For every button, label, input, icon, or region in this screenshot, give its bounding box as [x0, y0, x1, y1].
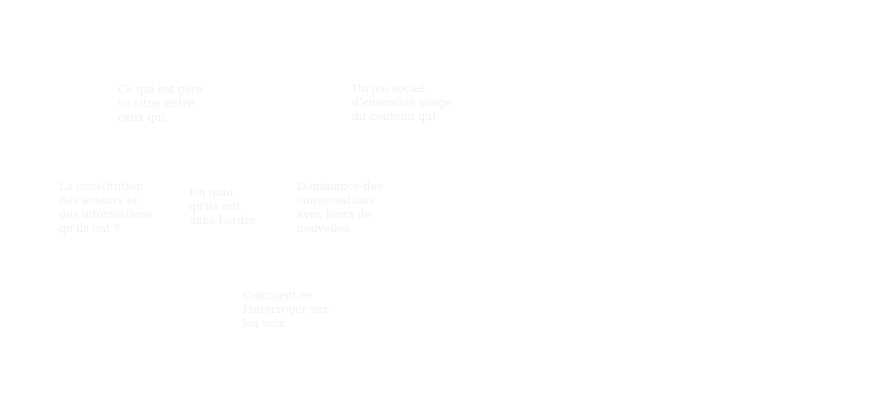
note-2: Un jeu social d'ensemble usage du conten… — [352, 82, 452, 123]
note-5: Dominance des conversations avec leurs d… — [297, 180, 383, 235]
note-6: Comment se l'interroger sur les voix — [243, 289, 329, 330]
note-4: Un quoi qu'ils ont dans l'ordre — [189, 186, 257, 227]
note-3: La constitution des acteurs et des infor… — [59, 180, 153, 235]
note-1: Ce qui est gere se situe entre ceux qui — [118, 83, 203, 124]
